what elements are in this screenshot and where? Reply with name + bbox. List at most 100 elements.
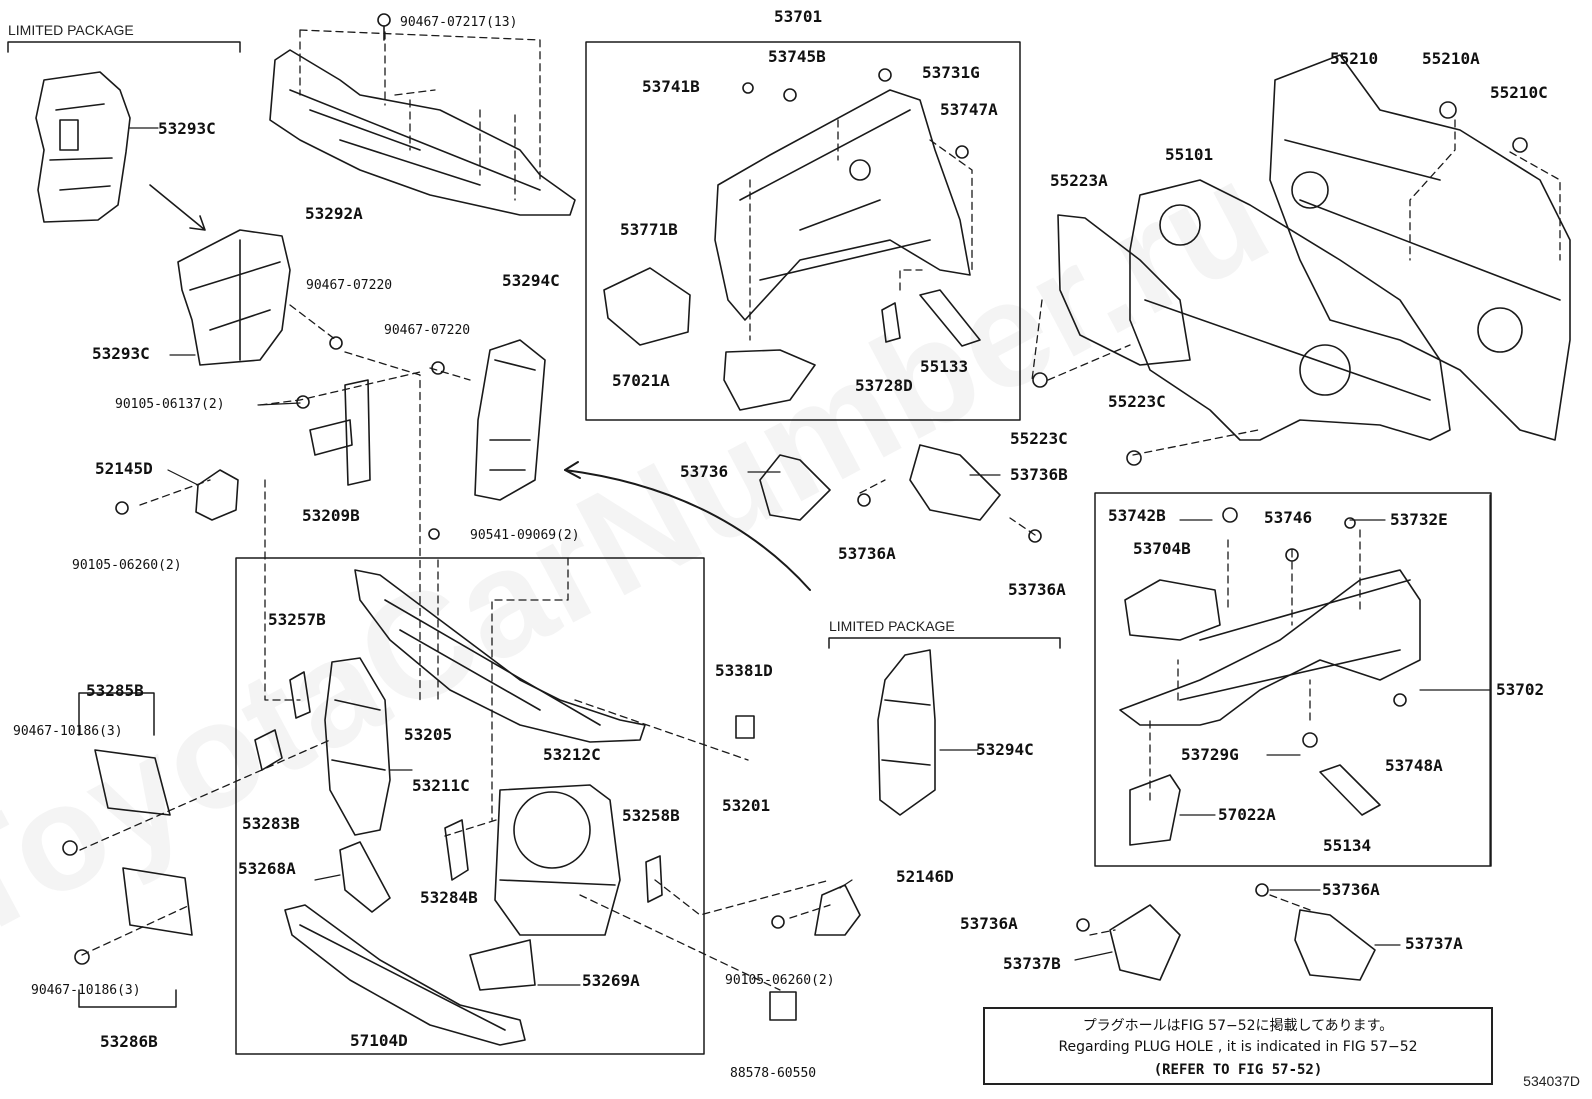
part-53702-apron-right <box>1119 569 1421 726</box>
part-label-53729g[interactable]: 53729G <box>1181 745 1239 764</box>
part-label-53745b[interactable]: 53745B <box>768 47 826 66</box>
part-label-53704b[interactable]: 53704B <box>1133 539 1191 558</box>
plug-hole-note: プラグホールはFIG 57−52に掲載してあります。 Regarding PLU… <box>983 1007 1493 1085</box>
part-label-53732e[interactable]: 53732E <box>1390 510 1448 529</box>
part-label-55210a[interactable]: 55210A <box>1422 49 1480 68</box>
part-label-53736a-lower-right[interactable]: 53736A <box>1322 880 1380 899</box>
part-53381d-cushion <box>735 715 755 739</box>
part-53292a-cowl <box>269 49 576 216</box>
part-label-52145d[interactable]: 52145D <box>95 459 153 478</box>
part-53728d-bracket <box>881 302 901 343</box>
part-label-53293c-top[interactable]: 53293C <box>158 119 216 138</box>
part-label-53283b[interactable]: 53283B <box>242 814 300 833</box>
part-label-53212c[interactable]: 53212C <box>543 745 601 764</box>
part-label-53201[interactable]: 53201 <box>722 796 771 815</box>
part-label-53741b[interactable]: 53741B <box>642 77 700 96</box>
part-label-52146d[interactable]: 52146D <box>896 867 954 886</box>
part-label-53381d[interactable]: 53381D <box>715 661 773 680</box>
part-53285b-seal <box>94 749 171 816</box>
part-label-55223c-right[interactable]: 55223C <box>1108 392 1166 411</box>
part-label-53736b[interactable]: 53736B <box>1010 465 1068 484</box>
solid-leaders <box>129 127 1491 986</box>
group-frames <box>7 41 1492 1055</box>
part-53286b-seal <box>122 867 193 936</box>
part-label-53747a[interactable]: 53747A <box>940 100 998 119</box>
part-label-53269a[interactable]: 53269A <box>582 971 640 990</box>
part-label-90467-07217[interactable]: 90467-07217(13) <box>400 15 518 30</box>
part-label-57022a[interactable]: 57022A <box>1218 805 1276 824</box>
part-53771b-bracket <box>603 267 691 346</box>
part-55223a-silencer <box>1057 214 1191 366</box>
part-53211c-side <box>324 657 391 836</box>
part-label-53736a-lower-left[interactable]: 53736A <box>960 914 1018 933</box>
part-label-55134[interactable]: 55134 <box>1323 836 1372 855</box>
part-label-90105-06260-left[interactable]: 90105-06260(2) <box>72 558 182 573</box>
part-label-55101[interactable]: 55101 <box>1165 145 1214 164</box>
direction-arrow <box>149 184 811 591</box>
part-label-55210[interactable]: 55210 <box>1330 49 1379 68</box>
sheet-number: 534037D <box>1523 1073 1580 1089</box>
part-label-53285b[interactable]: 53285B <box>86 681 144 700</box>
part-53701-apron-left <box>714 89 971 321</box>
part-label-53737b[interactable]: 53737B <box>1003 954 1061 973</box>
part-label-53702[interactable]: 53702 <box>1496 680 1545 699</box>
part-label-53257b[interactable]: 53257B <box>268 610 326 629</box>
part-53737b-seal <box>1109 904 1181 981</box>
note-line-japanese: プラグホールはFIG 57−52に掲載してあります。 <box>1082 1018 1394 1034</box>
part-53257b-bracket <box>289 671 311 719</box>
part-label-53736a-center[interactable]: 53736A <box>838 544 896 563</box>
part-label-53205[interactable]: 53205 <box>404 725 453 744</box>
part-label-53293c-lower[interactable]: 53293C <box>92 344 150 363</box>
part-57104d-reinforcement <box>284 904 526 1046</box>
part-label-53748a[interactable]: 53748A <box>1385 756 1443 775</box>
part-label-53771b[interactable]: 53771B <box>620 220 678 239</box>
part-label-53701[interactable]: 53701 <box>774 7 823 26</box>
part-label-90467-10186-top[interactable]: 90467-10186(3) <box>13 724 123 739</box>
part-53209b-brace <box>309 379 371 486</box>
part-label-88578-60550[interactable]: 88578-60550 <box>730 1066 817 1081</box>
part-55134-bracket <box>1319 764 1381 816</box>
part-label-55223c-left[interactable]: 55223C <box>1010 429 1068 448</box>
part-53294c-lower <box>877 649 936 816</box>
part-label-90541-09069[interactable]: 90541-09069(2) <box>470 528 580 543</box>
part-label-53746[interactable]: 53746 <box>1264 508 1313 527</box>
part-label-90105-06137[interactable]: 90105-06137(2) <box>115 397 225 412</box>
part-label-57021a[interactable]: 57021A <box>612 371 670 390</box>
part-label-90467-07220-right[interactable]: 90467-07220 <box>384 323 471 338</box>
part-label-53736[interactable]: 53736 <box>680 462 729 481</box>
part-label-53294c-lower[interactable]: 53294C <box>976 740 1034 759</box>
part-label-90467-07220-left[interactable]: 90467-07220 <box>306 278 393 293</box>
part-53205-upper-support <box>354 569 646 743</box>
note-line-reference: (REFER TO FIG 57-52) <box>1153 1062 1323 1078</box>
part-label-53737a[interactable]: 53737A <box>1405 934 1463 953</box>
group-label-limited-package-mid: LIMITED PACKAGE <box>829 618 955 634</box>
fasteners <box>62 13 1528 965</box>
part-label-53736a-right[interactable]: 53736A <box>1008 580 1066 599</box>
part-label-53258b[interactable]: 53258B <box>622 806 680 825</box>
part-55133-bracket <box>919 289 981 347</box>
part-label-55210c[interactable]: 55210C <box>1490 83 1548 102</box>
part-label-53284b[interactable]: 53284B <box>420 888 478 907</box>
part-53212c-panel <box>494 784 621 936</box>
part-53269a-bracket <box>469 939 536 991</box>
part-label-53731g[interactable]: 53731G <box>922 63 980 82</box>
part-label-55223a[interactable]: 55223A <box>1050 171 1108 190</box>
part-label-53268a[interactable]: 53268A <box>238 859 296 878</box>
part-label-55133[interactable]: 55133 <box>920 357 969 376</box>
part-label-53211c[interactable]: 53211C <box>412 776 470 795</box>
part-53268a-bracket <box>339 841 391 913</box>
part-88578-60550-cover <box>769 991 797 1021</box>
part-label-53292a[interactable]: 53292A <box>305 204 363 223</box>
part-53736b-seal <box>909 444 1001 521</box>
part-53284b-bracket <box>444 819 469 881</box>
part-label-53286b[interactable]: 53286B <box>100 1032 158 1051</box>
part-label-90105-06260-right[interactable]: 90105-06260(2) <box>725 973 835 988</box>
part-label-53742b[interactable]: 53742B <box>1108 506 1166 525</box>
part-53704b-bracket <box>1124 579 1221 641</box>
part-label-53728d[interactable]: 53728D <box>855 376 913 395</box>
part-label-53209b[interactable]: 53209B <box>302 506 360 525</box>
part-label-53294c-upper[interactable]: 53294C <box>502 271 560 290</box>
part-label-57104d[interactable]: 57104D <box>350 1031 408 1050</box>
part-label-90467-10186-bottom[interactable]: 90467-10186(3) <box>31 983 141 998</box>
